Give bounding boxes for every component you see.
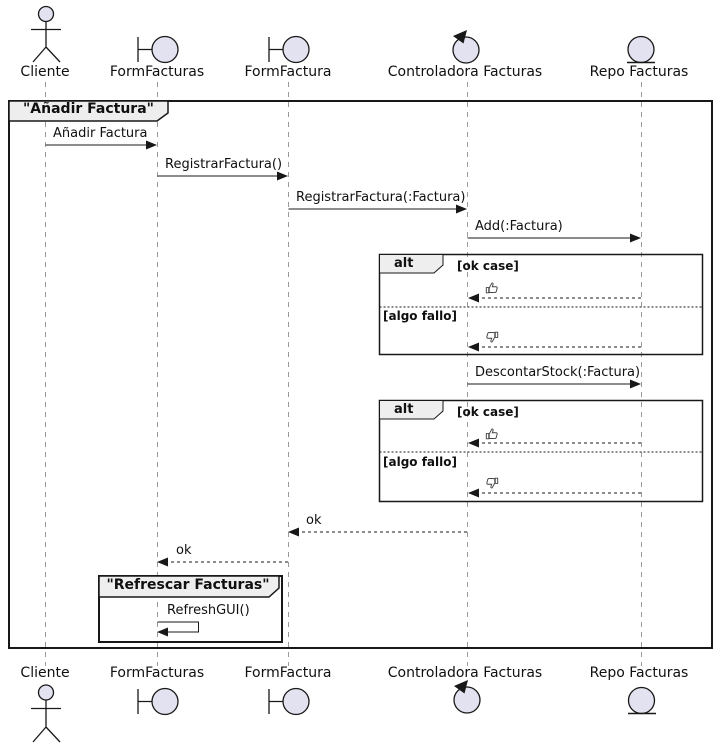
alt-1-tab [379,254,444,274]
alt-1-guard-ok: [ok case] [457,259,519,273]
participant-label-repo-bottom: Repo Facturas [589,665,689,681]
alt-1-operator: alt [394,256,414,271]
main-frame-tab [8,100,169,122]
alt-1-guard-fail: [algo fallo] [383,309,457,323]
boundary-icon-formfactura-bottom [268,687,310,716]
participant-label-formfactura-bottom: FormFactura [244,665,332,681]
message-label-registrar-factura-param: RegistrarFactura(:Factura) [296,190,466,205]
participant-label-cliente-bottom: Cliente [20,665,70,681]
arrow-registrar-factura [157,171,288,181]
message-label-registrar-factura: RegistrarFactura() [165,157,283,172]
thumbs-up-icon [485,428,498,440]
control-icon-bottom [453,680,481,714]
participant-label-controladora-bottom: Controladora Facturas [387,665,543,681]
alt-2-operator: alt [394,402,414,417]
lifelines [45,82,642,666]
entity-icon-top [627,35,655,64]
actor-icon-top [31,5,61,63]
alt-2-guard-fail: [algo fallo] [383,455,457,469]
arrow-descontar-stock [467,379,641,389]
arrow-add-factura [467,233,641,243]
refresh-frame-tab [98,575,280,598]
message-label-ok-1: ok [306,513,322,528]
return-alt2-fail [468,488,641,498]
participant-label-formfacturas-top: FormFacturas [109,64,205,80]
thumbs-up-icon [485,282,498,294]
main-frame-title: "Añadir Factura" [23,101,154,117]
message-label-refreshgui: RefreshGUI() [167,603,250,618]
participant-label-formfacturas-bottom: FormFacturas [109,665,205,681]
alt-2-tab [379,400,444,420]
return-alt2-ok [468,438,641,448]
message-label-descontar-stock: DescontarStock(:Factura) [475,365,641,380]
return-alt1-fail [468,342,641,352]
return-ok-to-formfactura [288,527,467,537]
thumbs-down-icon [486,477,499,489]
arrow-anadir-factura [45,140,157,150]
return-alt1-ok [468,293,641,303]
alt-2-guard-ok: [ok case] [457,405,519,419]
call-arrows [45,140,641,389]
refresh-frame [98,575,283,643]
thumbs-down-icon [486,331,499,343]
self-message-refreshgui [157,621,199,637]
alt-fragment-2 [378,399,704,503]
boundary-icon-formfacturas-bottom [137,687,179,716]
actor-icon-bottom [31,684,61,743]
participant-label-repo-top: Repo Facturas [589,64,689,80]
refresh-frame-title: "Refrescar Facturas" [106,577,270,593]
alt-fragment-1 [378,253,704,356]
participant-label-formfactura-top: FormFactura [244,64,332,80]
message-label-add-factura: Add(:Factura) [475,219,563,234]
main-frame [8,100,713,649]
entity-icon-bottom [627,686,656,715]
control-icon-top [452,30,480,64]
return-ok-to-formfacturas [157,557,288,567]
boundary-icon-formfacturas-top [137,35,179,64]
return-arrows [157,293,641,567]
arrow-registrar-factura-param [288,204,467,214]
message-label-ok-2: ok [176,543,192,558]
message-label-anadir-factura: Añadir Factura [53,126,148,141]
participant-label-controladora-top: Controladora Facturas [387,64,543,80]
participant-label-cliente-top: Cliente [20,64,70,80]
boundary-icon-formfactura-top [268,35,310,64]
